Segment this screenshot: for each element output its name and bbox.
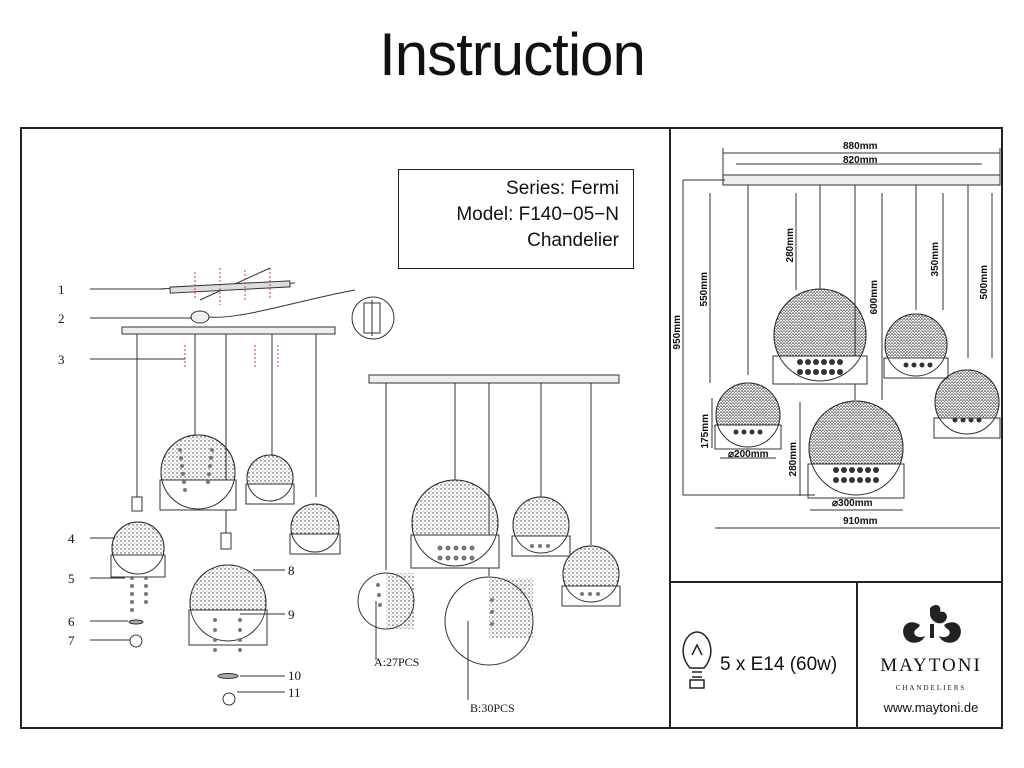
callout-11: 11 bbox=[288, 685, 301, 700]
dim-dia-200: ⌀200mm bbox=[728, 449, 769, 460]
dimension-drawing bbox=[682, 148, 1001, 529]
dim-500: 500mm bbox=[979, 265, 990, 300]
callout-10: 10 bbox=[288, 668, 301, 683]
bulb-spec: 5 x E14 (60w) bbox=[720, 654, 838, 675]
brand-subtitle: CHANDELIERS bbox=[895, 684, 967, 692]
callout-1: 1 bbox=[58, 282, 65, 297]
dim-175: 175mm bbox=[700, 414, 711, 449]
spec-box: Series: Fermi Model: F140−05−N Chandelie… bbox=[398, 169, 634, 269]
dim-910: 910mm bbox=[843, 516, 878, 527]
dim-600: 600mm bbox=[869, 280, 880, 315]
diagram-frame bbox=[20, 127, 1003, 729]
light-bulb-icon bbox=[682, 631, 712, 689]
callout-6: 6 bbox=[68, 614, 75, 629]
variant-b-label: B:30PCS bbox=[470, 701, 515, 715]
callout-5: 5 bbox=[68, 571, 75, 586]
callout-2: 2 bbox=[58, 311, 65, 326]
dim-880: 880mm bbox=[843, 141, 878, 152]
brand-url[interactable]: www.maytoni.de bbox=[883, 700, 979, 715]
ornament-logo bbox=[903, 605, 961, 643]
variant-a-label: A:27PCS bbox=[374, 655, 420, 669]
panel-divider-footer bbox=[856, 581, 858, 729]
dim-280-top: 280mm bbox=[785, 228, 796, 263]
dim-350: 350mm bbox=[930, 242, 941, 277]
callout-3: 3 bbox=[58, 352, 65, 367]
model-label: Model: F140−05−N bbox=[456, 204, 619, 225]
panel-divider-vertical bbox=[669, 127, 671, 729]
dim-550: 550mm bbox=[699, 272, 710, 307]
dim-950: 950mm bbox=[672, 315, 683, 350]
dim-dia-300: ⌀300mm bbox=[832, 498, 873, 509]
callout-9: 9 bbox=[288, 607, 295, 622]
panel-divider-horizontal bbox=[669, 581, 1003, 583]
page-title: Instruction bbox=[379, 21, 646, 88]
brand-name: MAYTONI bbox=[880, 655, 982, 676]
callout-8: 8 bbox=[288, 563, 295, 578]
callout-7: 7 bbox=[68, 633, 75, 648]
product-type-label: Chandelier bbox=[527, 230, 619, 251]
callout-4: 4 bbox=[68, 531, 75, 546]
dim-280-shade: 280mm bbox=[788, 442, 799, 477]
assembled-view bbox=[357, 374, 621, 700]
series-label: Series: Fermi bbox=[506, 178, 619, 199]
dim-820: 820mm bbox=[843, 155, 878, 166]
exploded-assembly bbox=[90, 267, 395, 706]
